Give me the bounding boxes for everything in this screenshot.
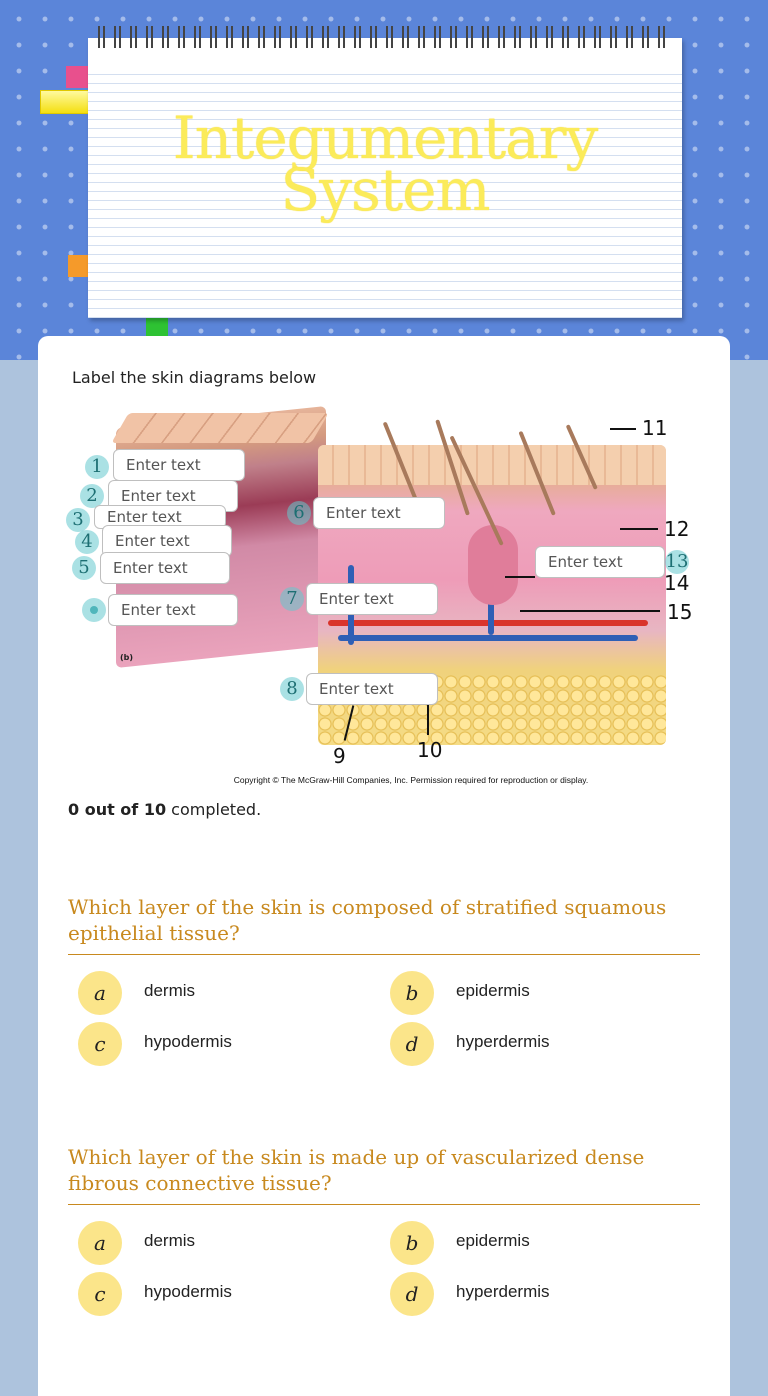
leader-line-10 (427, 705, 429, 735)
diagram-panel-label: (b) (120, 653, 134, 662)
vein-vessel (338, 635, 638, 641)
page-title: Integumentary System (88, 104, 682, 224)
pink-tab-decoration (66, 66, 90, 88)
label-marker-5: 5 (72, 556, 96, 580)
title-line-1: Integumentary (172, 104, 598, 172)
spiral-binding (98, 26, 668, 48)
label-field-5[interactable] (100, 552, 230, 584)
epidermis-layer (318, 445, 666, 485)
label-marker-7: 7 (280, 587, 304, 611)
diagram-number-12: 12 (664, 517, 690, 541)
diagram-number-15: 15 (667, 600, 693, 624)
completion-status: 0 out of 10 completed. (68, 800, 261, 819)
question-1-option-c[interactable]: c hypodermis (68, 1022, 368, 1066)
question-2-option-a[interactable]: a dermis (68, 1221, 368, 1265)
option-label: hyperdermis (456, 1032, 550, 1051)
diagram-number-9: 9 (333, 744, 346, 768)
option-letter-badge: d (390, 1272, 434, 1316)
label-field-8[interactable] (306, 583, 438, 615)
label-marker-2: 2 (80, 484, 104, 508)
leader-line-15 (520, 610, 660, 612)
label-marker-13: 13 (665, 550, 689, 574)
skin-surface-texture (111, 413, 329, 443)
hair-follicle (468, 525, 518, 605)
leader-line-11 (610, 428, 636, 430)
option-letter-badge: b (390, 971, 434, 1015)
option-label: hypodermis (144, 1282, 232, 1301)
option-letter-badge: a (78, 1221, 122, 1265)
question-1-option-d[interactable]: d hyperdermis (380, 1022, 680, 1066)
option-label: epidermis (456, 981, 530, 1000)
label-field-7[interactable] (313, 497, 445, 529)
question-1-option-a[interactable]: a dermis (68, 971, 368, 1015)
yellow-tab-decoration (40, 90, 92, 114)
diagram-number-14: 14 (664, 571, 690, 595)
notebook-paper (88, 38, 682, 318)
option-letter-badge: c (78, 1272, 122, 1316)
question-2-option-b[interactable]: b epidermis (380, 1221, 680, 1265)
label-marker-8: 8 (280, 677, 304, 701)
label-marker-6-dot (82, 598, 106, 622)
question-1: Which layer of the skin is composed of s… (68, 894, 700, 955)
option-letter-badge: a (78, 971, 122, 1015)
diagram-copyright: Copyright © The McGraw-Hill Companies, I… (233, 775, 589, 785)
option-letter-badge: d (390, 1022, 434, 1066)
title-line-2: System (280, 156, 491, 224)
option-letter-badge: c (78, 1022, 122, 1066)
option-label: hyperdermis (456, 1282, 550, 1301)
question-2-text: Which layer of the skin is made up of va… (68, 1144, 700, 1205)
label-marker-1: 1 (85, 455, 109, 479)
orange-tab-decoration (68, 255, 90, 277)
question-1-text: Which layer of the skin is composed of s… (68, 894, 700, 955)
question-2-option-d[interactable]: d hyperdermis (380, 1272, 680, 1316)
leader-line-14 (505, 576, 535, 578)
diagram-number-11: 11 (642, 416, 668, 440)
diagram-number-10: 10 (417, 738, 443, 762)
option-label: dermis (144, 1231, 196, 1250)
label-field-4[interactable] (102, 525, 232, 557)
label-field-10[interactable] (535, 546, 665, 578)
label-marker-4: 4 (75, 530, 99, 554)
leader-line-12 (620, 528, 658, 530)
option-label: dermis (144, 981, 196, 1000)
label-field-1[interactable] (113, 449, 245, 481)
question-2: Which layer of the skin is made up of va… (68, 1144, 700, 1205)
option-letter-badge: b (390, 1221, 434, 1265)
question-2-option-c[interactable]: c hypodermis (68, 1272, 368, 1316)
option-label: hypodermis (144, 1032, 232, 1051)
label-marker-3: 3 (66, 508, 90, 532)
label-field-9[interactable] (306, 673, 438, 705)
worksheet-header: Integumentary System (0, 0, 768, 360)
activity-instruction: Label the skin diagrams below (72, 368, 317, 387)
question-1-option-b[interactable]: b epidermis (380, 971, 680, 1015)
label-marker-6: 6 (287, 501, 311, 525)
green-tab-decoration (146, 318, 168, 336)
completion-count: 0 out of 10 (68, 800, 167, 819)
option-label: epidermis (456, 1231, 530, 1250)
completion-suffix: completed. (166, 800, 262, 819)
label-field-6[interactable] (108, 594, 238, 626)
